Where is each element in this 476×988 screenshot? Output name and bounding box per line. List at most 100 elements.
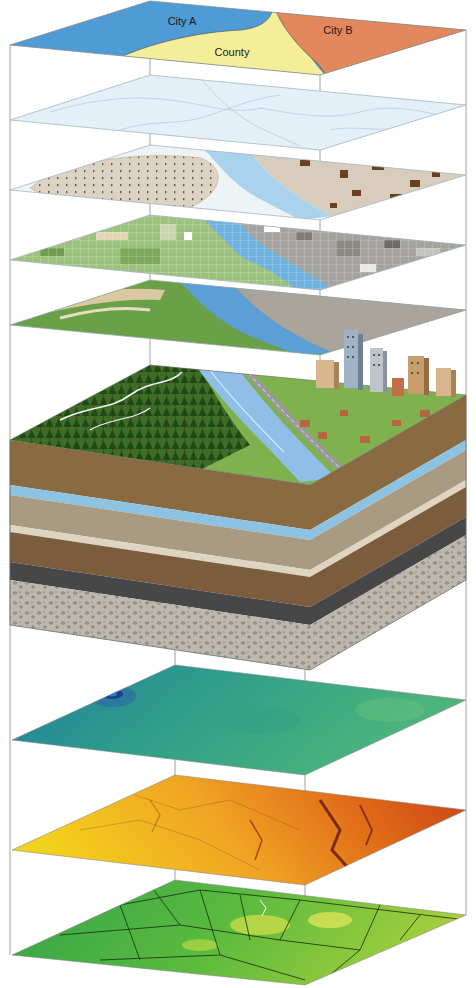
boundary-layer-part-part xyxy=(50,98,262,112)
terrain-layer-part-part xyxy=(60,308,150,318)
groundwater-surface-part-part xyxy=(355,698,425,722)
parcel-layer-part-part-part xyxy=(340,170,348,178)
city-buildings-part xyxy=(451,370,456,397)
city-buildings-part-part xyxy=(417,372,419,374)
groundwater-surface-part xyxy=(0,660,476,780)
city-buildings-part-part xyxy=(411,372,413,374)
city-buildings-part xyxy=(424,358,429,395)
terrain-layer-part xyxy=(0,275,476,360)
city-buildings-part xyxy=(347,336,419,374)
jurisdiction-layer-part-part xyxy=(110,0,273,62)
landcover-surface-part-part-part xyxy=(240,895,250,940)
region-label: County xyxy=(213,45,252,60)
jurisdiction-layer-part-part xyxy=(0,0,476,80)
landcover-surface-part-part xyxy=(0,875,476,988)
landcover-surface-part-part xyxy=(182,939,218,951)
landscape-surface-part-part xyxy=(0,360,476,490)
city-buildings-part xyxy=(370,348,383,392)
landscape-surface-part-part xyxy=(90,408,150,430)
elevation-surface-part-part xyxy=(120,790,300,830)
city-buildings-part xyxy=(436,368,451,396)
city-buildings-part xyxy=(334,362,339,389)
terrain-layer-part-part xyxy=(230,280,476,360)
landcover-surface-part-part xyxy=(230,915,290,935)
terrain-layer-part-part xyxy=(0,275,476,360)
elevation-surface-part-part xyxy=(250,820,262,860)
groundwater-surface-part xyxy=(12,665,466,775)
region-name: County xyxy=(213,45,252,60)
elevation-surface-part-part xyxy=(0,770,476,890)
landscape-surface-part-part-part xyxy=(360,436,370,443)
region-name: City A xyxy=(166,14,199,29)
parcel-layer-part-part-part xyxy=(300,160,310,166)
parcel-layer-part xyxy=(0,140,476,225)
landscape-surface-part-part xyxy=(60,372,182,420)
city-buildings-part-part xyxy=(347,336,349,338)
parcel-layer-part-part xyxy=(300,160,440,208)
landscape-surface-part-part-part xyxy=(340,410,348,416)
city-buildings-part-part xyxy=(378,354,380,356)
strata-block-part xyxy=(10,535,466,670)
raster-grid-layer-part-part xyxy=(0,210,476,295)
elevation-surface-part xyxy=(0,770,476,890)
boundary-layer-part xyxy=(10,75,466,150)
parcel-layer-part-part xyxy=(0,140,476,225)
landcover-surface-part-part-part xyxy=(200,890,220,955)
raster-grid-layer-part-part xyxy=(0,210,476,295)
jurisdiction-layer-part-part xyxy=(272,0,330,80)
landcover-surface-part-part-part xyxy=(330,905,380,975)
terrain-layer-part xyxy=(10,280,466,355)
raster-grid-layer-part xyxy=(10,215,466,290)
jurisdiction-layer-part-part xyxy=(272,0,476,80)
groundwater-surface xyxy=(0,660,476,780)
city-buildings-part xyxy=(408,356,424,394)
landcover-surface-part-part xyxy=(20,885,466,980)
groundwater-surface-part-part xyxy=(0,660,476,780)
region-label: City B xyxy=(321,23,354,38)
raster-grid-layer-part-part xyxy=(56,224,80,240)
city-buildings-part xyxy=(316,360,334,388)
landscape-surface-part-part xyxy=(300,410,430,443)
parcel-layer-part-part-part xyxy=(330,203,337,208)
landscape-surface xyxy=(0,360,476,490)
landcover-surface-part xyxy=(12,880,466,985)
boundary-layer-part-part xyxy=(260,108,450,118)
elevation-surface-part-part xyxy=(360,805,372,845)
landcover-surface-part-part-part xyxy=(60,925,360,950)
region-name: City B xyxy=(321,23,354,38)
jurisdiction-layer-part xyxy=(0,0,476,80)
landcover-surface-part-part-part xyxy=(120,905,140,960)
landscape-surface-part-part xyxy=(208,368,284,452)
boundary-layer-part xyxy=(0,70,476,155)
groundwater-surface-part-part xyxy=(88,685,136,707)
landscape-surface-part-part xyxy=(195,365,336,482)
city-buildings xyxy=(316,330,456,397)
city-buildings-part-part xyxy=(352,356,354,358)
boundary-layer-part-part xyxy=(120,95,280,130)
parcel-layer-part-part-part xyxy=(410,180,420,187)
city-buildings-part xyxy=(358,334,363,390)
parcel-layer xyxy=(0,140,476,225)
city-buildings-part-part xyxy=(347,356,349,358)
landcover-surface-part-part xyxy=(260,900,266,916)
elevation-surface-part-part xyxy=(320,800,350,870)
city-buildings-part xyxy=(344,330,358,388)
city-buildings-part-part xyxy=(373,364,375,366)
parcel-layer-part-part-part xyxy=(352,190,361,196)
groundwater-surface-part-part xyxy=(220,706,300,734)
city-buildings-part-part xyxy=(378,364,380,366)
city-buildings-part-part xyxy=(347,346,349,348)
city-buildings-part xyxy=(383,351,387,393)
city-buildings-part-part xyxy=(352,336,354,338)
boundary-layer xyxy=(0,70,476,155)
landscape-surface-part xyxy=(0,360,476,490)
parcel-layer-part xyxy=(10,145,466,220)
boundary-layer-part-part xyxy=(0,70,476,155)
landcover-surface-part-part-part xyxy=(150,885,180,925)
landscape-surface-part-part-part xyxy=(318,432,327,439)
region-label: City A xyxy=(166,14,199,29)
terrain-layer xyxy=(0,275,476,360)
